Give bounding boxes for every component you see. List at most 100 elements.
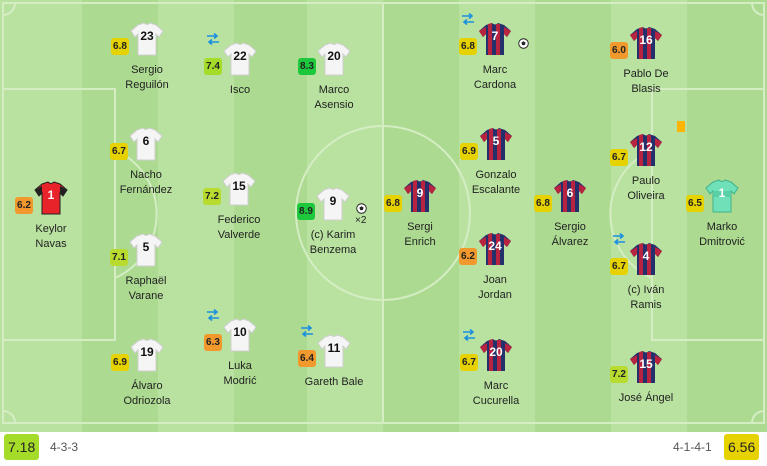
- player-bale[interactable]: 11 6.4 Gareth Bale: [284, 325, 384, 432]
- player-name: (c) Iván Ramis: [596, 283, 696, 313]
- player-rating: 6.2: [459, 248, 477, 265]
- player-enrich[interactable]: 9 6.8 Sergi Enrich: [370, 177, 470, 277]
- player-name: Marc Cardona: [445, 63, 545, 93]
- shirt-icon: [316, 40, 352, 78]
- player-jordan[interactable]: 24 6.2 Joan Jordan: [445, 230, 545, 330]
- player-reguilon[interactable]: 23 6.8 Sergio Reguilón: [97, 20, 197, 120]
- player-isco[interactable]: 22 7.4 Isco: [190, 33, 290, 140]
- player-name-line2: Varane: [128, 290, 164, 302]
- shirt-number: 23: [140, 29, 154, 43]
- player-name: (c) Karim Benzema: [283, 228, 383, 258]
- player-escalante[interactable]: 5 6.9 Gonzalo Escalante: [446, 125, 546, 225]
- shirt-number: 24: [488, 239, 502, 253]
- player-name-line1: Álvaro: [131, 380, 163, 392]
- player-rating: 6.8: [459, 38, 477, 55]
- player-name-line2: Reguilón: [125, 79, 169, 91]
- shirt-number: 15: [639, 357, 653, 371]
- player-valverde[interactable]: 15 7.2 Federico Valverde: [189, 170, 289, 270]
- substitution-icon: [301, 325, 313, 337]
- player-name: Keylor Navas: [1, 222, 101, 252]
- shirt-number: 20: [327, 49, 341, 63]
- shirt-icon: [315, 185, 351, 223]
- shirt-icon: [628, 348, 664, 386]
- player-alvarez[interactable]: 6 6.8 Sergio Álvarez: [520, 177, 620, 277]
- player-ramis[interactable]: 4 6.7 (c) Iván Ramis: [596, 233, 696, 340]
- shirt-number: 12: [639, 140, 653, 154]
- player-rating: 6.8: [534, 195, 552, 212]
- player-name: Marko Dmitrović: [672, 220, 767, 250]
- player-name-line1: Keylor: [35, 223, 67, 235]
- shirt-number: 5: [492, 134, 500, 148]
- shirt-number: 4: [642, 249, 650, 263]
- goal-ball-icon: [356, 203, 367, 214]
- player-benzema[interactable]: 9 8.9 (c) Karim Benzema ×2: [283, 185, 383, 285]
- player-rating: 7.1: [110, 249, 128, 266]
- player-rating: 6.2: [15, 197, 33, 214]
- shirt-icon: [128, 231, 164, 269]
- goal-ball-icon: [518, 38, 529, 49]
- player-odriozola[interactable]: 19 6.9 Álvaro Odriozola: [97, 336, 197, 432]
- player-name: Álvaro Odriozola: [97, 379, 197, 409]
- player-name-line1: Raphaël: [125, 275, 167, 287]
- player-cardona[interactable]: 7 6.8 Marc Cardona: [445, 13, 545, 120]
- shirt-number: 9: [329, 194, 337, 208]
- player-name-line1: Federico: [217, 214, 261, 226]
- shirt-icon: [316, 332, 352, 370]
- player-name-line2: Escalante: [471, 184, 521, 196]
- player-name-line2: Oliveira: [627, 190, 665, 202]
- player-name: Nacho Fernández: [96, 168, 196, 198]
- player-name-line1: Gareth Bale: [304, 376, 364, 388]
- player-modric[interactable]: 10 6.3 Luka Modrić: [190, 309, 290, 416]
- player-varane[interactable]: 5 7.1 Raphaël Varane: [96, 231, 196, 331]
- pitch: 1 6.2 Keylor Navas 23 6.8 Sergio Reguiló…: [0, 0, 767, 432]
- player-name: Gonzalo Escalante: [446, 168, 546, 198]
- player-rating: 6.8: [111, 38, 129, 55]
- shirt-icon: [552, 177, 588, 215]
- shirt-icon: [221, 170, 257, 208]
- player-angel[interactable]: 15 7.2 José Ángel: [596, 348, 696, 432]
- player-name-line1: José Ángel: [618, 392, 674, 404]
- player-rating: 6.7: [610, 258, 628, 275]
- player-name-line2: Valverde: [217, 229, 261, 241]
- player-name: Marc Cucurella: [446, 379, 546, 409]
- player-name-line2: Odriozola: [123, 395, 171, 407]
- shirt-number: 19: [140, 345, 154, 359]
- shirt-icon: [628, 24, 664, 62]
- player-rating: 7.2: [610, 366, 628, 383]
- shirt-number: 9: [416, 186, 424, 200]
- player-oliveira[interactable]: 12 6.7 Paulo Oliveira: [596, 121, 696, 231]
- player-name-line1: Sergio: [131, 64, 163, 76]
- player-name-line1: Paulo: [631, 175, 661, 187]
- shirt-number: 11: [327, 341, 341, 355]
- shirt-number: 6: [566, 186, 574, 200]
- shirt-icon: [478, 336, 514, 374]
- player-name: José Ángel: [596, 391, 696, 406]
- player-rating: 6.7: [110, 143, 128, 160]
- pitch-lines: [2, 2, 765, 424]
- player-name-line1: Sergi: [407, 221, 433, 233]
- shirt-number: 1: [47, 188, 55, 202]
- away-team-rating: 6.56: [724, 434, 760, 460]
- player-rating: 6.4: [298, 350, 316, 367]
- shirt-icon: [128, 125, 164, 163]
- player-name-line2: Álvarez: [551, 236, 589, 248]
- shirt-icon: [628, 240, 664, 278]
- player-asensio[interactable]: 20 8.3 Marco Asensio: [284, 40, 384, 140]
- player-name-line2: Asensio: [314, 99, 354, 111]
- player-name: Sergio Álvarez: [520, 220, 620, 250]
- player-rating: 7.2: [203, 188, 221, 205]
- player-name: Joan Jordan: [445, 273, 545, 303]
- player-deblasis[interactable]: 16 6.0 Pablo De Blasis: [596, 24, 696, 124]
- shirt-number: 7: [491, 29, 499, 43]
- footer-bar: 7.18 4-3-3 4-1-4-1 6.56: [0, 432, 767, 466]
- player-cucurella[interactable]: 20 6.7 Marc Cucurella: [446, 329, 546, 432]
- shirt-number: 22: [233, 49, 247, 63]
- player-nacho[interactable]: 6 6.7 Nacho Fernández: [96, 125, 196, 225]
- player-name-line1: Gonzalo: [475, 169, 517, 181]
- player-rating: 6.9: [111, 354, 129, 371]
- player-name-line1: Luka: [228, 360, 252, 372]
- player-dmitrovic[interactable]: 1 6.5 Marko Dmitrović: [672, 177, 767, 277]
- player-name-line2: Cardona: [473, 79, 517, 91]
- yellow-card-icon: [677, 121, 685, 132]
- player-navas[interactable]: 1 6.2 Keylor Navas: [1, 179, 101, 279]
